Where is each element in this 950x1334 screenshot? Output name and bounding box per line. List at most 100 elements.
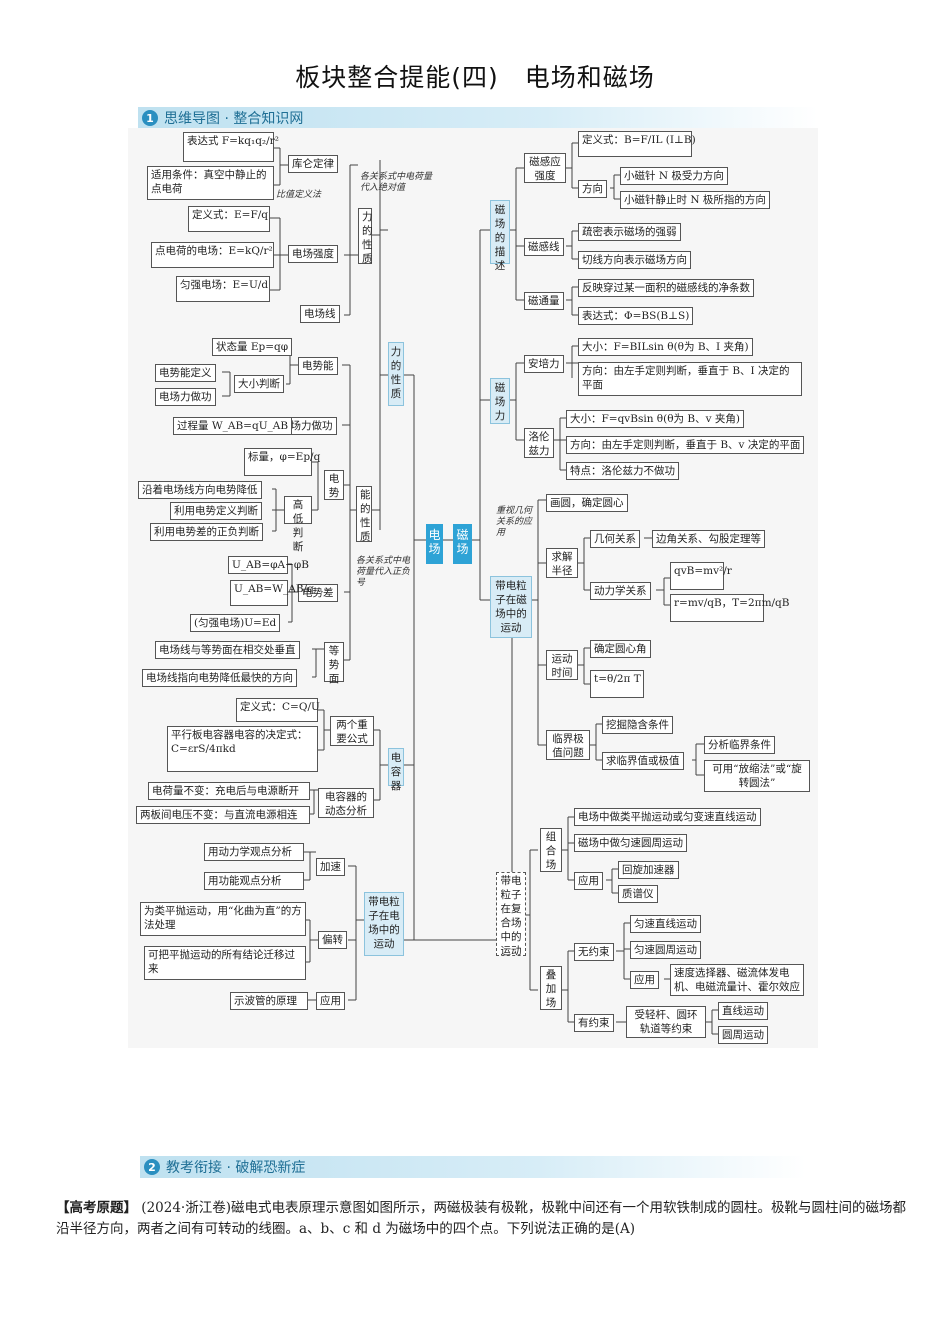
node-accel: 加速 — [316, 858, 345, 876]
node-mag-line: 磁感线 — [524, 238, 564, 256]
node-time-2: t=θ/2π T — [590, 670, 644, 698]
node-pot-3: 利用电势差的正负判断 — [150, 523, 263, 541]
node-line-1: 疏密表示磁场的强弱 — [578, 223, 681, 241]
node-combo-field: 带电粒子在复合场中的运动 — [496, 872, 526, 957]
node-potential: 电势 — [324, 470, 344, 500]
node-b: 磁感应强度 — [524, 153, 566, 183]
node-super: 叠加场 — [540, 966, 562, 1010]
node-diff-1: U_AB=φA−φB — [228, 556, 309, 574]
node-coulomb: 库仑定律 — [288, 155, 338, 173]
node-dyn: 动力学关系 — [590, 582, 651, 600]
node-mag-desc: 磁场的描述 — [490, 200, 510, 272]
node-accel-2: 用功能观点分析 — [204, 872, 304, 890]
question-source: (2024·浙江卷) — [141, 1200, 231, 1216]
question-paragraph: 【高考原题】 (2024·浙江卷)磁电式电表原理示意图如图所示，两磁极装有极靴，… — [56, 1198, 906, 1240]
node-ep-def: 电势能定义 — [155, 364, 216, 382]
node-flux-1: 反映穿过某一面积的磁感线的净条数 — [578, 279, 754, 297]
section-number: 2 — [144, 1159, 160, 1175]
question-text: 磁电式电表原理示意图如图所示，两磁极装有极靴，极靴中间还有一个用软铁制成的圆柱。… — [56, 1200, 906, 1237]
node-combo-app: 应用 — [574, 872, 603, 890]
node-field-line: 电场线 — [300, 305, 340, 323]
node-ep: 电势能 — [298, 357, 338, 375]
note-sign-charge: 各关系式中电荷量代入正负号 — [356, 556, 411, 588]
node-time: 运动时间 — [546, 650, 578, 680]
node-radius: 求解半径 — [546, 548, 578, 578]
node-deflect-1: 为类平抛运动，用“化曲为直”的方法处理 — [140, 902, 306, 936]
node-work-proc: 过程量 W_AB=qU_AB — [173, 417, 293, 435]
section-title: 思维导图 · 整合知识网 — [164, 111, 304, 127]
node-ep-judge: 大小判断 — [234, 375, 284, 393]
node-equi-2: 电场线指向电势降低最快的方向 — [142, 669, 297, 687]
node-bound: 有约束 — [574, 1014, 614, 1032]
section-banner-1: 1 思维导图 · 整合知识网 — [138, 107, 818, 129]
node-pot-scalar: 标量，φ=Ep/q — [244, 448, 320, 476]
node-lor-2: 方向：由左手定则判断，垂直于 B、v 决定的平面 — [566, 436, 805, 454]
node-combo-app2: 质谱仪 — [618, 885, 658, 903]
question-tag: 【高考原题】 — [56, 1200, 137, 1216]
hub-magnetic-field: 磁场 — [453, 524, 472, 564]
section-number: 1 — [142, 110, 158, 126]
node-two-formula: 两个重要公式 — [330, 716, 374, 746]
node-combo-app1: 回旋加速器 — [618, 861, 679, 879]
node-force-label: 力的性质 — [358, 208, 373, 265]
node-pot-2: 利用电势定义判断 — [170, 502, 262, 520]
node-flux: 磁通量 — [524, 292, 564, 310]
node-energy-property: 能的性质 — [356, 486, 372, 543]
node-combo-2: 磁场中做匀速圆周运动 — [574, 834, 687, 852]
hub-electric-field: 电场 — [426, 524, 443, 564]
node-uniform-e: 匀强电场：E=U/d — [176, 276, 270, 302]
node-mag-force: 磁场力 — [490, 378, 510, 424]
node-bound-1: 受轻杆、圆环轨道等约束 — [626, 1006, 706, 1038]
node-amp-2: 方向：由左手定则判断，垂直于 B、I 决定的平面 — [578, 362, 802, 396]
node-particle-mag: 带电粒子在磁场中的运动 — [490, 576, 532, 638]
node-apply: 应用 — [316, 992, 345, 1010]
node-b-dir2: 小磁针静止时 N 极所指的方向 — [620, 191, 770, 209]
node-capacitor: 电容器 — [388, 748, 404, 792]
node-lor-1: 大小：F=qvBsin θ(θ为 B、v 夹角) — [566, 410, 744, 428]
node-free: 无约束 — [574, 943, 614, 961]
note-abs-charge: 各关系式中电荷量代入绝对值 — [360, 172, 433, 193]
node-combo: 组合场 — [540, 828, 562, 872]
node-b-def: 定义式：B=F/IL (I⊥B) — [578, 131, 696, 157]
node-lorentz: 洛伦兹力 — [524, 428, 554, 458]
note-geometry: 重视几何关系的应用 — [496, 506, 533, 538]
node-crit-1: 挖掘隐含条件 — [602, 716, 673, 734]
node-pot-high: 高低判断 — [284, 496, 312, 553]
node-geo-1: 边角关系、勾股定理等 — [652, 530, 765, 548]
node-deflect: 偏转 — [318, 931, 347, 949]
node-dyn-1: qvB=mv²/r — [670, 562, 732, 590]
node-free-1: 匀速直线运动 — [630, 915, 701, 933]
node-diff: 电势差 — [298, 584, 338, 602]
node-field-strength: 电场强度 — [288, 245, 338, 263]
node-b-dir1: 小磁针 N 极受力方向 — [620, 167, 728, 185]
node-combo-1: 电场中做类平抛运动或匀变速直线运动 — [574, 808, 761, 826]
node-crit: 临界极值问题 — [546, 730, 590, 760]
node-bound-2: 直线运动 — [718, 1002, 768, 1020]
node-equi: 等势面 — [324, 642, 344, 685]
node-b-dir: 方向 — [578, 180, 607, 198]
node-pot-1: 沿着电场线方向电势降低 — [138, 481, 262, 499]
node-particle-electric: 带电粒子在电场中的运动 — [364, 892, 404, 956]
node-equi-1: 电场线与等势面在相交处垂直 — [155, 641, 300, 659]
node-diff-3: (匀强电场)U=Ed — [190, 614, 281, 632]
node-flux-2: 表达式：Φ=BS(B⊥S) — [578, 307, 694, 325]
node-crit-2: 求临界值或极值 — [602, 752, 684, 770]
node-free-app1: 速度选择器、磁流体发电机、电磁流量计、霍尔效应 — [670, 964, 804, 996]
node-force-property: 力的性质 — [388, 342, 404, 406]
node-amp-1: 大小：F=BILsin θ(θ为 B、I 夹角) — [578, 338, 753, 356]
node-cap-dyn: 电容器的动态分析 — [318, 788, 374, 818]
node-diff-2: U_AB=W_AB/q — [230, 580, 314, 606]
page-title: 板块整合提能(四) 电场和磁场 — [295, 63, 655, 92]
node-lor-3: 特点：洛伦兹力不做功 — [566, 462, 679, 480]
node-time-1: 确定圆心角 — [590, 640, 651, 658]
node-dyn-2: r=mv/qB，T=2πm/qB — [670, 594, 790, 622]
note-ratio-def: 比值定义法 — [276, 190, 322, 200]
node-coulomb-expr: 表达式 F=kq₁q₂/r² — [183, 132, 279, 162]
node-cap-def: 定义式：C=Q/U — [236, 698, 320, 722]
node-bound-3: 圆周运动 — [718, 1026, 768, 1044]
node-free-app: 应用 — [630, 971, 659, 989]
node-coulomb-cond: 适用条件：真空中静止的点电荷 — [147, 166, 274, 200]
node-ep-state: 状态量 Ep=qφ — [212, 338, 293, 356]
section-banner-2: 2 教考衔接 · 破解恐新症 — [140, 1156, 806, 1178]
node-cap-q: 电荷量不变：充电后与电源断开 — [148, 782, 310, 800]
